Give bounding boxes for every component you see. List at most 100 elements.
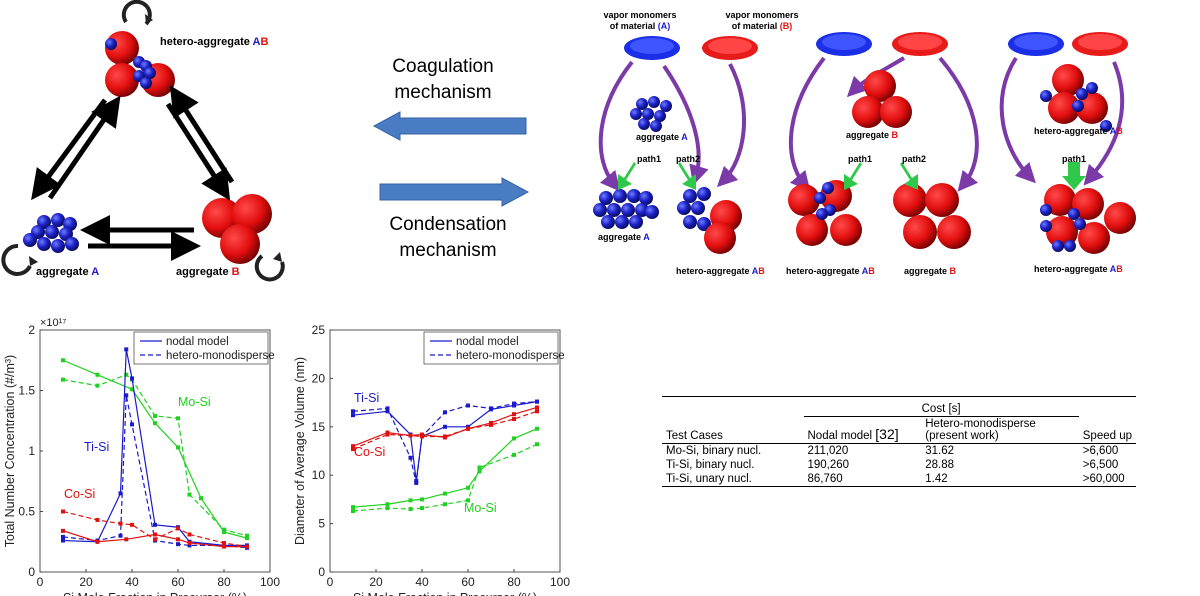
data-point [124,537,129,542]
cost-table-header-row: Test Cases Nodal model [32] Hetero-monod… [662,417,1136,444]
y-tick-label: 0 [318,565,325,579]
aggregate-text: aggregate [846,130,890,140]
y-tick-label: 1 [28,444,35,458]
x-tick-label: 80 [507,575,521,589]
legend-label-nodal: nodal model [456,336,519,348]
data-point [512,417,516,422]
series-annotation: Ti-Si [84,440,109,454]
aggregate-text: aggregate [636,132,680,142]
data-point [535,442,539,447]
letter-b: B [231,266,240,278]
letter-a: A [91,266,100,278]
table-row: Ti-Si, unary nucl. 86,760 1.42 >60,000 [662,472,1136,486]
data-point [187,543,192,548]
condensation-word: Condensation [389,214,507,235]
data-point [535,409,539,414]
legend-box [423,331,559,365]
y-tick-label: 0 [28,565,35,579]
x-tick-label: 20 [79,575,93,589]
data-point [414,480,419,485]
cost-table-container: Cost [s] Test Cases Nodal model [32] Het… [662,396,1136,487]
purple-condensation-arrows [598,56,1125,192]
data-point [351,409,355,414]
y-tick-label: 10 [312,468,326,482]
reference-text: [32] [875,426,899,442]
data-point [443,434,447,439]
data-point [124,372,129,377]
data-point [130,387,134,392]
x-tick-label: 0 [327,575,334,589]
cell-speedup: >60,000 [1082,473,1125,485]
cell-hetero: 31.62 [925,445,955,457]
data-point [477,469,482,474]
green-path-arrows-1 [618,162,696,190]
path1-label: path1 [1062,154,1087,164]
x-tick-label: 40 [125,575,139,589]
cell-hetero: 28.88 [925,459,955,471]
data-point [124,393,129,398]
y-tick-label: 20 [312,371,326,385]
x-axis-label: Si Mole Fraction in Precursor (%) [63,591,247,596]
data-point [118,533,123,538]
cell-nodal: 211,020 [807,445,849,457]
data-point [535,426,539,431]
letter-b: B [1116,264,1123,274]
data-point [153,413,157,418]
vapor-cloud-a-3 [1008,32,1064,56]
cell-test-case: Ti-Si, binary nucl. [666,459,755,471]
material-a-text: (A) [657,21,671,31]
x-tick-label: 100 [260,575,280,589]
data-point [61,534,65,539]
data-point [95,383,100,388]
y-axis-label: Diameter of Average Volume (nm) [293,357,307,545]
data-point [61,538,65,543]
table-row: Ti-Si, binary nucl. 190,260 28.88 >6,500 [662,458,1136,472]
data-point [408,455,413,460]
data-point [385,409,390,414]
data-point [466,485,470,490]
letter-b: B [1116,126,1123,136]
data-point [385,432,390,437]
y-axis-label: Total Number Concentration (#/m³) [3,355,17,547]
header-test-cases: Test Cases [666,430,723,442]
series-annotation: Mo-Si [464,501,497,515]
vapor-cloud-a-1 [624,36,680,60]
data-point [466,426,470,431]
header-speed-up: Speed up [1082,430,1132,442]
hetero-aggregate-ab-result-3 [1040,184,1136,254]
cell-hetero: 1.42 [925,473,948,485]
data-point [187,492,192,497]
data-point [187,540,192,545]
hetero-aggregate-result-label-1: hetero-aggregate AB [676,266,765,277]
aggregate-text: aggregate [36,266,89,278]
data-point [420,434,424,439]
coagulation-word: Coagulation [392,56,494,77]
series-annotation: Mo-Si [178,395,211,409]
legend-box [133,331,269,365]
data-point [477,465,482,470]
condensation-pathways-diagram [593,32,1136,254]
x-tick-label: 80 [217,575,231,589]
data-point [535,399,539,404]
aggregate-b-result-label: aggregate B [904,266,956,277]
vapor-cloud-b-1 [702,36,758,60]
data-point [408,507,413,512]
self-loop-arrow-left [1,243,32,276]
letter-b: B [260,36,269,48]
letter-a: A [1109,126,1117,136]
vapor-cloud-b-2 [892,32,948,56]
material-b-text: (B) [779,21,793,31]
data-point [385,502,390,507]
data-point [61,377,65,382]
series-annotation: Co-Si [354,445,385,459]
series-annotation: Co-Si [64,487,95,501]
data-point [466,498,470,503]
header-hetero-monodisperse: Hetero-monodisperse(present work) [921,417,1079,444]
hetero-aggregate-text: hetero-aggregate [676,266,750,276]
data-point [351,447,355,452]
hetero-aggregate-text: hetero-aggregate [1034,264,1108,274]
data-point [199,496,203,501]
x-tick-label: 20 [369,575,383,589]
legend-label-hetero: hetero-monodisperse [456,350,565,362]
data-point [222,540,226,545]
